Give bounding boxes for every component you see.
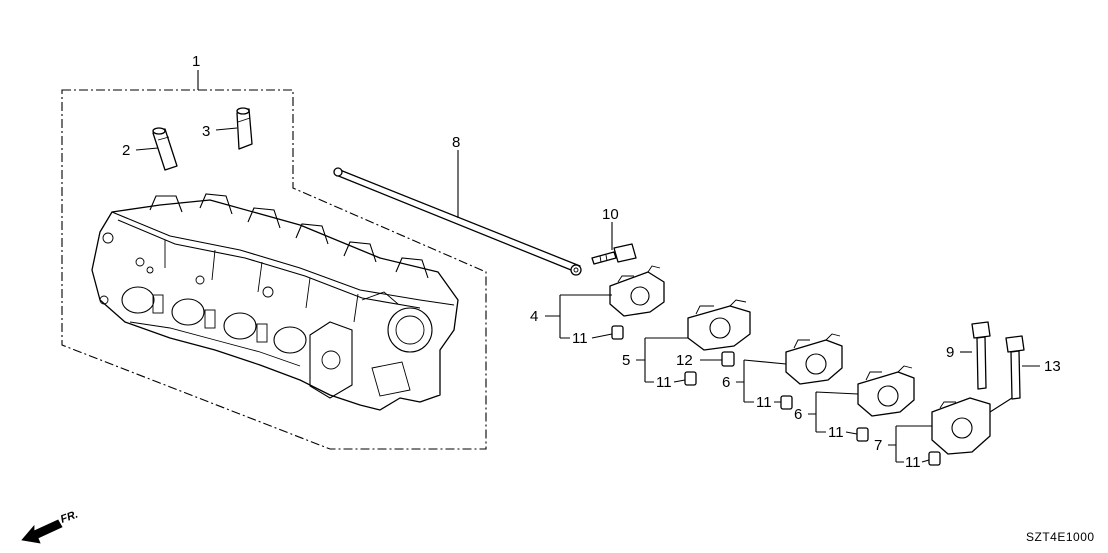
part-label-1: 1 bbox=[192, 53, 200, 70]
bolt-9 bbox=[971, 321, 991, 390]
collar-11a bbox=[611, 325, 624, 340]
valve-guide-3 bbox=[236, 107, 253, 150]
collar-11d bbox=[856, 427, 869, 442]
shaft-bolt bbox=[591, 243, 637, 265]
part-label-11b: 11 bbox=[656, 374, 672, 391]
part-label-6a: 6 bbox=[722, 374, 730, 391]
part-label-11d: 11 bbox=[828, 424, 844, 441]
part-label-6b: 6 bbox=[794, 406, 802, 423]
collar-11e bbox=[928, 451, 941, 466]
assembly-boundary bbox=[61, 89, 487, 450]
rocker-arm-6a bbox=[785, 333, 843, 385]
part-label-3: 3 bbox=[202, 123, 210, 140]
diagram-code: SZT4E1000 bbox=[1026, 530, 1095, 544]
part-label-11e: 11 bbox=[905, 454, 921, 471]
cylinder-head bbox=[91, 193, 459, 411]
rocker-arm-7 bbox=[931, 397, 991, 455]
part-label-8: 8 bbox=[452, 134, 460, 151]
leader-lines bbox=[135, 70, 1040, 463]
collar-12 bbox=[721, 351, 735, 367]
part-label-13: 13 bbox=[1044, 358, 1061, 375]
part-label-11a: 11 bbox=[572, 330, 588, 347]
front-direction-arrow: FR. bbox=[21, 508, 80, 544]
bolt-13 bbox=[1005, 335, 1025, 400]
part-label-7: 7 bbox=[874, 437, 882, 454]
part-label-2: 2 bbox=[122, 142, 130, 159]
rocker-arm-5 bbox=[687, 299, 751, 351]
rocker-arm-6b bbox=[857, 365, 915, 417]
collar-11b bbox=[684, 371, 697, 386]
part-label-10: 10 bbox=[602, 206, 619, 223]
collar-11c bbox=[780, 395, 793, 410]
front-direction-label: FR. bbox=[59, 508, 80, 525]
rocker-arm-4 bbox=[609, 265, 665, 317]
part-label-9: 9 bbox=[946, 344, 954, 361]
part-label-5: 5 bbox=[622, 352, 630, 369]
rocker-shaft bbox=[333, 167, 582, 276]
part-label-4: 4 bbox=[530, 308, 538, 325]
part-label-12: 12 bbox=[676, 352, 693, 369]
part-label-11c: 11 bbox=[756, 394, 772, 411]
valve-guide-2 bbox=[152, 127, 178, 171]
arrow-icon bbox=[21, 519, 63, 544]
